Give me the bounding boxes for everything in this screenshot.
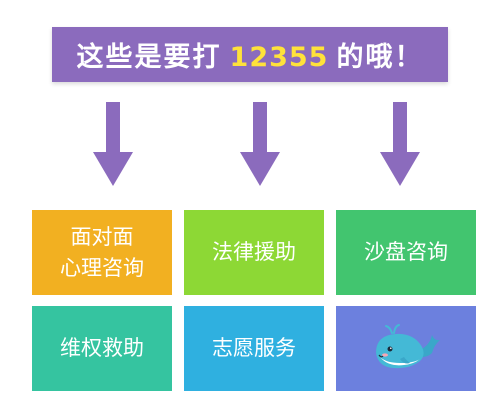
down-arrow-icon <box>380 102 420 186</box>
tile-label-line1: 面对面 <box>70 224 134 249</box>
tile-face-to-face-counseling: 面对面 心理咨询 <box>32 210 172 295</box>
tile-rights-protection: 维权救助 <box>32 306 172 391</box>
tile-volunteer-service: 志愿服务 <box>184 306 324 391</box>
tile-label: 法律援助 <box>212 240 296 264</box>
tile-legal-aid: 法律援助 <box>184 210 324 295</box>
whale-icon <box>376 323 440 368</box>
tile-label: 沙盘咨询 <box>364 240 448 264</box>
tile-label-line2: 心理咨询 <box>60 255 144 280</box>
tile-label: 维权救助 <box>60 336 144 360</box>
tile-sandplay-counseling: 沙盘咨询 <box>336 210 476 295</box>
header-text-after: 的哦！ <box>336 42 424 73</box>
tile-whale <box>336 306 476 391</box>
header-text-before: 这些是要打 <box>76 42 222 73</box>
down-arrow-icon <box>240 102 280 186</box>
hotline-number: 12355 <box>229 42 329 73</box>
tile-label: 志愿服务 <box>212 336 296 360</box>
tile-label: 面对面 心理咨询 <box>60 222 144 284</box>
down-arrow-icon <box>93 102 133 186</box>
